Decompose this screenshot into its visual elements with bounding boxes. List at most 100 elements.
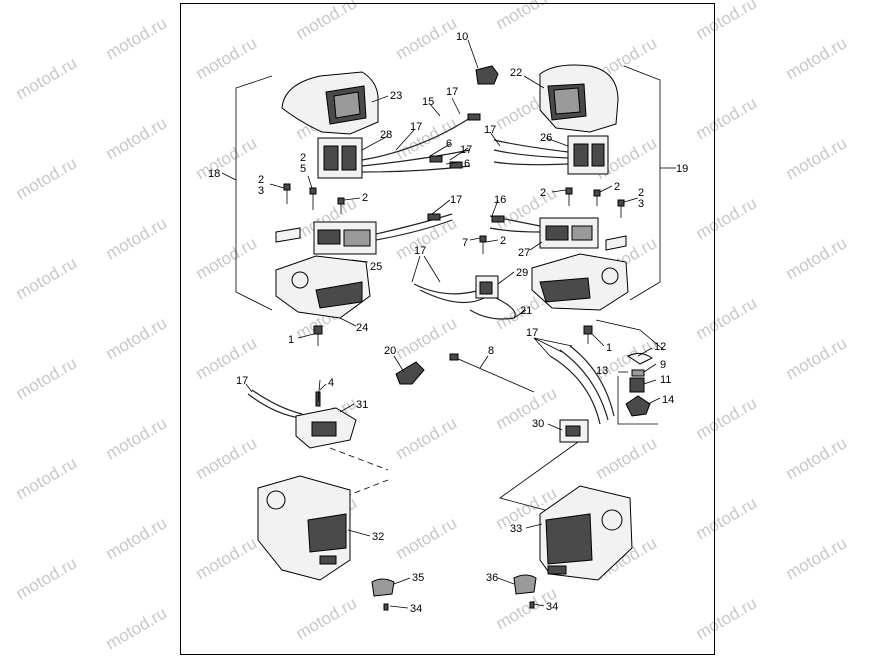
watermark: motod.ru [593, 433, 661, 483]
screw-bottom-left [313, 325, 323, 346]
left-wire-harness [361, 113, 481, 241]
watermark: motod.ru [393, 413, 461, 463]
callout-labels: 10 22 23 17 15 28 17 6 17 6 17 26 19 18 … [208, 31, 688, 615]
callout-24: 24 [356, 322, 368, 334]
callout-17: 17 [450, 194, 462, 206]
callout-4: 4 [328, 377, 334, 389]
callout-17: 17 [236, 375, 248, 387]
watermark: motod.ru [783, 533, 851, 583]
screw [309, 187, 317, 210]
watermark: motod.ru [693, 493, 761, 543]
screw-4 [317, 379, 321, 403]
callout-2: 2 [540, 187, 546, 199]
callout-30: 30 [532, 418, 544, 430]
watermark: motod.ru [103, 513, 171, 563]
screw [479, 235, 487, 254]
callout-33: 33 [510, 523, 522, 535]
watermark: motod.ru [193, 333, 261, 383]
callout-16: 16 [494, 194, 506, 206]
watermark: motod.ru [783, 133, 851, 183]
bracket-13 [617, 376, 658, 425]
watermark: motod.ru [393, 13, 461, 63]
callout-26: 26 [540, 132, 552, 144]
callout-17: 17 [446, 86, 458, 98]
clip-plate [275, 227, 301, 243]
callout-34: 34 [546, 601, 558, 613]
watermark: motod.ru [693, 593, 761, 643]
part-9-11 [629, 369, 645, 393]
right-switch-module [567, 135, 609, 175]
callout-13: 13 [596, 365, 608, 377]
watermark: motod.ru [693, 93, 761, 143]
right-wire-harness [489, 139, 569, 233]
callout-36: 36 [486, 572, 498, 584]
watermark: motod.ru [193, 433, 261, 483]
callout-25: 25 [370, 261, 382, 273]
callout-1: 1 [288, 334, 294, 346]
watermark: motod.ru [493, 0, 561, 33]
screw [565, 187, 573, 206]
watermark: motod.ru [493, 383, 561, 433]
watermark: motod.ru [193, 533, 261, 583]
callout-3: 3 [638, 198, 644, 210]
cable-8 [449, 353, 535, 393]
watermark: motod.ru [693, 0, 761, 43]
leader-line [595, 319, 665, 351]
callout-2: 2 [258, 174, 264, 186]
callout-10: 10 [456, 31, 468, 43]
screw [337, 197, 345, 214]
callout-11: 11 [660, 374, 671, 386]
callout-17: 17 [460, 144, 472, 156]
callout-35: 35 [412, 572, 424, 584]
watermark: motod.ru [193, 33, 261, 83]
right-upper-housing [539, 64, 619, 133]
left-switch-module [317, 137, 363, 179]
callout-28: 28 [380, 129, 392, 141]
lower-housing-32 [257, 475, 351, 581]
callout-34: 34 [410, 603, 422, 615]
lower-housing-33 [539, 485, 633, 581]
watermark: motod.ru [393, 513, 461, 563]
callout-6: 6 [464, 158, 470, 170]
callout-27: 27 [518, 247, 530, 259]
left-switch-block [313, 221, 377, 255]
watermark: motod.ru [13, 453, 81, 503]
part-12 [627, 352, 653, 365]
callout-2: 2 [300, 152, 306, 164]
right-lower-housing [531, 253, 629, 311]
callout-21: 21 [520, 305, 532, 317]
watermark: motod.ru [783, 333, 851, 383]
callout-17: 17 [410, 121, 422, 133]
screw-34 [529, 601, 535, 609]
watermark: motod.ru [13, 553, 81, 603]
callout-18: 18 [208, 168, 220, 180]
frame-border [180, 3, 715, 655]
part-20 [395, 361, 425, 385]
callout-22: 22 [510, 67, 522, 79]
watermark: motod.ru [103, 413, 171, 463]
callout-2: 2 [638, 187, 644, 199]
guide-line [499, 441, 579, 515]
switch-30 [549, 345, 615, 443]
watermark: motod.ru [193, 133, 261, 183]
callout-32: 32 [372, 531, 384, 543]
right-switch-block [539, 217, 599, 249]
callout-31: 31 [356, 399, 368, 411]
watermark: motod.ru [783, 33, 851, 83]
callout-17: 17 [484, 124, 496, 136]
clip-plate [605, 235, 627, 251]
guide-line [329, 447, 389, 471]
callout-2: 2 [614, 181, 620, 193]
watermark: motod.ru [103, 213, 171, 263]
callout-6: 6 [446, 138, 452, 150]
callout-2: 2 [500, 235, 506, 247]
watermark: motod.ru [693, 293, 761, 343]
part-14 [625, 395, 651, 417]
bracket-18 [235, 75, 273, 311]
watermark: motod.ru [13, 353, 81, 403]
watermark: motod.ru [783, 433, 851, 483]
watermark: motod.ru [13, 253, 81, 303]
screw [283, 183, 291, 204]
